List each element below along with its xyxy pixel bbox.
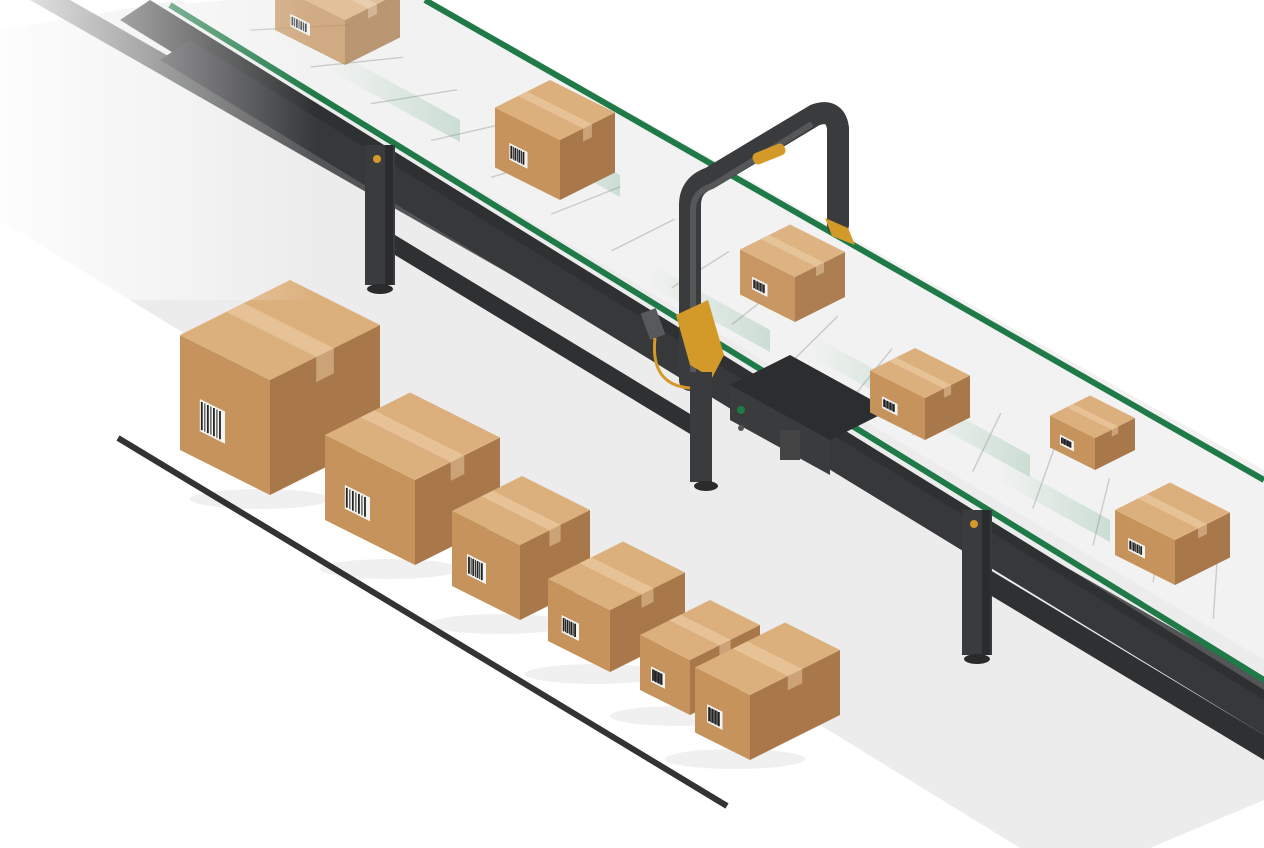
barcode-label-icon bbox=[561, 614, 579, 641]
floor-parcels bbox=[180, 280, 840, 769]
barcode-label-icon bbox=[651, 666, 665, 689]
conveyor-parcel bbox=[870, 348, 970, 440]
conveyor-parcel bbox=[1115, 482, 1230, 585]
floor-parcel bbox=[548, 541, 685, 672]
status-light-icon bbox=[737, 406, 745, 414]
barcode-label-icon bbox=[707, 704, 723, 730]
control-cabinet bbox=[730, 355, 890, 475]
floor-parcel bbox=[325, 392, 500, 565]
barcode-label-icon bbox=[344, 484, 370, 522]
barcode-label-icon bbox=[466, 553, 486, 585]
barcode-label-icon bbox=[1128, 537, 1145, 559]
barcode-label-icon bbox=[199, 398, 225, 444]
floor-parcel bbox=[695, 622, 840, 760]
barcode-label-icon bbox=[882, 396, 898, 416]
conveyor-parcel bbox=[1050, 395, 1135, 470]
floor-marking-line bbox=[116, 435, 729, 809]
barcode-label-icon bbox=[1059, 434, 1074, 452]
